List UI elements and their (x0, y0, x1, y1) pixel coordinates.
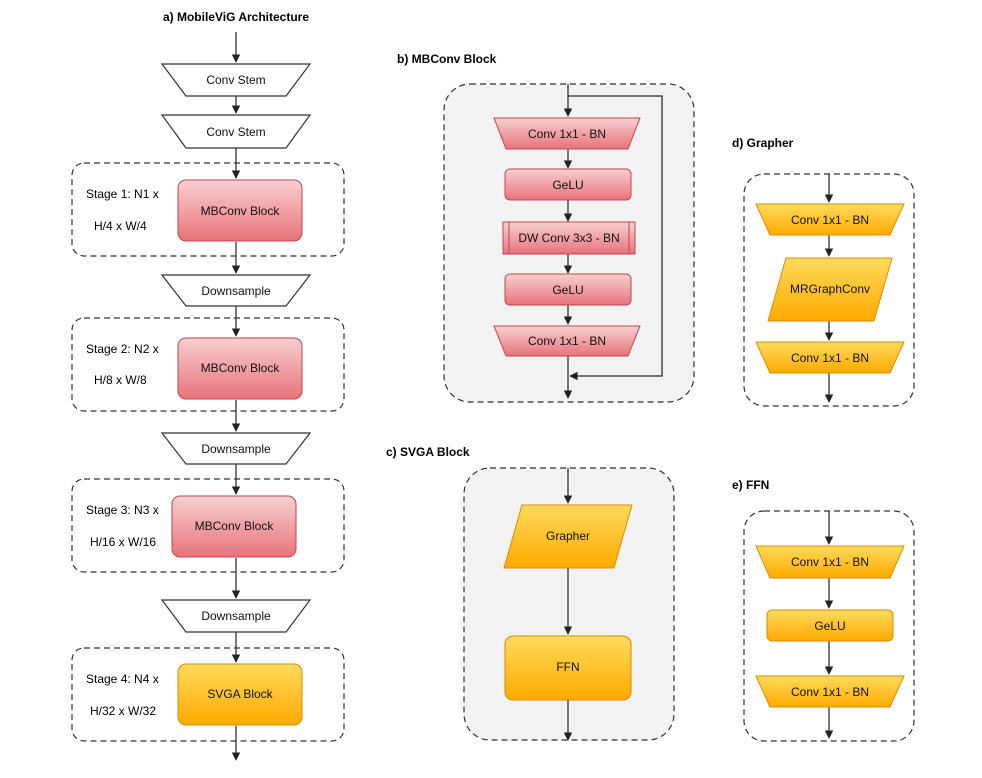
stage-2-mbconv-block (177, 337, 303, 400)
c-grapher-label: Grapher (546, 529, 590, 543)
stage-1-count: Stage 1: N1 x (86, 187, 159, 201)
downsample-1-label: Downsample (201, 284, 271, 298)
panel-a-mobilevig-architecture: a) MobileViG Architecture Conv Stem Conv… (71, 10, 345, 761)
e-conv2-label: Conv 1x1 - BN (791, 685, 869, 699)
stage-1-container: Stage 1: N1 x H/4 x W/4 MBConv Block (71, 162, 345, 257)
stage-3-count: Stage 3: N3 x (86, 503, 159, 517)
panel-c-title: c) SVGA Block (386, 445, 470, 459)
downsample-2-label: Downsample (201, 442, 271, 456)
e-conv1x1-bn-top: Conv 1x1 - BN (755, 545, 905, 579)
stage-4-resolution: H/32 x W/32 (90, 704, 156, 718)
e-conv1-label: Conv 1x1 - BN (791, 555, 869, 569)
stage-2-resolution: H/8 x W/8 (94, 373, 147, 387)
panel-a-title: a) MobileViG Architecture (163, 10, 309, 24)
stage-2-container: Stage 2: N2 x H/8 x W/8 MBConv Block (71, 317, 345, 412)
downsample-1: Downsample (160, 274, 312, 307)
d-mrgraph-label: MRGraphConv (790, 282, 870, 296)
stage-1-resolution: H/4 x W/4 (94, 219, 147, 233)
stage-4-block-label: SVGA Block (207, 687, 273, 701)
stage-1-block-label: MBConv Block (201, 204, 281, 218)
edge-b-residual-skip (568, 95, 663, 381)
b-conv1x1-bn-bottom: Conv 1x1 - BN (493, 325, 641, 357)
b-conv1-label: Conv 1x1 - BN (528, 127, 606, 141)
panel-b-title: b) MBConv Block (397, 52, 497, 66)
b-gelu1-label: GeLU (552, 178, 583, 192)
downsample-3-label: Downsample (201, 609, 271, 623)
panel-e-title: e) FFN (732, 478, 769, 492)
conv-stem-1-label: Conv Stem (206, 73, 265, 87)
c-ffn: FFN (504, 635, 632, 701)
panel-c-svga-block: c) SVGA Block Grapher FFN (386, 445, 675, 741)
d-mrgraphconv: MRGraphConv (767, 257, 893, 322)
conv-stem-1: Conv Stem (160, 63, 312, 97)
b-gelu-2: GeLU (504, 273, 632, 306)
panel-d-title: d) Grapher (732, 136, 794, 150)
downsample-3: Downsample (160, 599, 312, 633)
b-dw-conv: DW Conv 3x3 - BN (502, 221, 636, 255)
b-dwconv-label: DW Conv 3x3 - BN (518, 231, 619, 245)
downsample-2: Downsample (160, 432, 312, 465)
panel-b-mbconv-block: b) MBConv Block Conv 1x1 - BN GeLU DW Co… (397, 52, 695, 403)
stage-3-resolution: H/16 x W/16 (90, 535, 156, 549)
stage-4-svga-block (177, 663, 303, 726)
stage-4-container: Stage 4: N4 x H/32 x W/32 SVGA Block (71, 647, 345, 742)
stage-2-count: Stage 2: N2 x (86, 342, 159, 356)
c-ffn-label: FFN (556, 660, 579, 674)
d-conv2-label: Conv 1x1 - BN (791, 351, 869, 365)
stage-2-block-label: MBConv Block (201, 361, 281, 375)
d-conv1-label: Conv 1x1 - BN (791, 213, 869, 227)
b-gelu-1: GeLU (504, 168, 632, 201)
stage-4-count: Stage 4: N4 x (86, 672, 159, 686)
stage-1-mbconv-block (177, 179, 303, 242)
stage-3-container: Stage 3: N3 x H/16 x W/16 MBConv Block (71, 478, 345, 573)
stage-3-mbconv-block (171, 495, 297, 558)
c-grapher: Grapher (503, 504, 633, 569)
e-conv1x1-bn-bottom: Conv 1x1 - BN (755, 675, 905, 708)
b-conv2-label: Conv 1x1 - BN (528, 334, 606, 348)
conv-stem-2-label: Conv Stem (206, 125, 265, 139)
panel-e-ffn: e) FFN Conv 1x1 - BN GeLU Conv 1x1 - BN (732, 478, 915, 742)
panel-d-grapher: d) Grapher Conv 1x1 - BN MRGraphConv Con… (732, 136, 915, 407)
b-conv1x1-bn-top: Conv 1x1 - BN (493, 117, 641, 150)
d-conv1x1-bn-bottom: Conv 1x1 - BN (755, 341, 905, 374)
stage-3-block-label: MBConv Block (195, 519, 275, 533)
d-conv1x1-bn-top: Conv 1x1 - BN (755, 203, 905, 236)
b-gelu2-label: GeLU (552, 283, 583, 297)
e-gelu-label: GeLU (814, 619, 845, 633)
e-gelu: GeLU (766, 609, 894, 642)
conv-stem-2: Conv Stem (160, 114, 312, 149)
